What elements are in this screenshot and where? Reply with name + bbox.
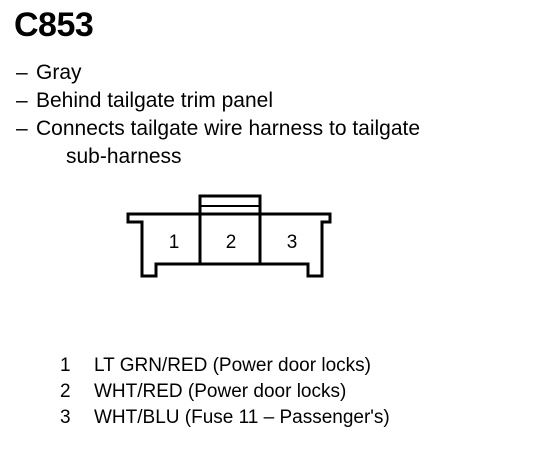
detail-text: Connects tailgate wire harness to tailga… xyxy=(36,117,421,140)
connector-face-diagram: 1 2 3 xyxy=(126,194,332,278)
detail-dash: – xyxy=(16,89,28,112)
cavity-label-2: 2 xyxy=(226,232,237,253)
pinout-row: 3 WHT/BLU (Fuse 11 – Passenger's) xyxy=(60,405,530,431)
pinout-list: 1 LT GRN/RED (Power door locks) 2 WHT/RED … xyxy=(60,353,530,431)
pin-description: WHT/RED (Power door locks) xyxy=(94,381,347,402)
pin-description: LT GRN/RED (Power door locks) xyxy=(94,355,371,376)
detail-location: –Behind tailgate trim panel xyxy=(16,87,536,115)
connector-center-cavity xyxy=(198,212,262,266)
connector-details: –Gray –Behind tailgate trim panel –Conne… xyxy=(16,59,536,171)
cavity-label-3: 3 xyxy=(287,232,298,253)
pin-number: 1 xyxy=(60,355,71,376)
detail-dash: – xyxy=(16,117,28,140)
pinout-row: 2 WHT/RED (Power door locks) xyxy=(60,379,530,405)
detail-text: Behind tailgate trim panel xyxy=(36,89,273,112)
detail-text: Gray xyxy=(36,61,82,84)
pin-description: WHT/BLU (Fuse 11 – Passenger's) xyxy=(94,407,390,428)
connector-housing xyxy=(126,212,332,278)
pin-number: 3 xyxy=(60,407,71,428)
detail-text: sub-harness xyxy=(66,145,182,168)
cavity-label-1: 1 xyxy=(169,232,180,253)
detail-function: –Connects tailgate wire harness to tailg… xyxy=(16,115,536,143)
pinout-row: 1 LT GRN/RED (Power door locks) xyxy=(60,353,530,379)
detail-color: –Gray xyxy=(16,59,536,87)
pin-number: 2 xyxy=(60,381,71,402)
connector-title: C853 xyxy=(14,6,94,44)
detail-dash: – xyxy=(16,61,28,84)
detail-function-continued: sub-harness xyxy=(16,143,536,171)
